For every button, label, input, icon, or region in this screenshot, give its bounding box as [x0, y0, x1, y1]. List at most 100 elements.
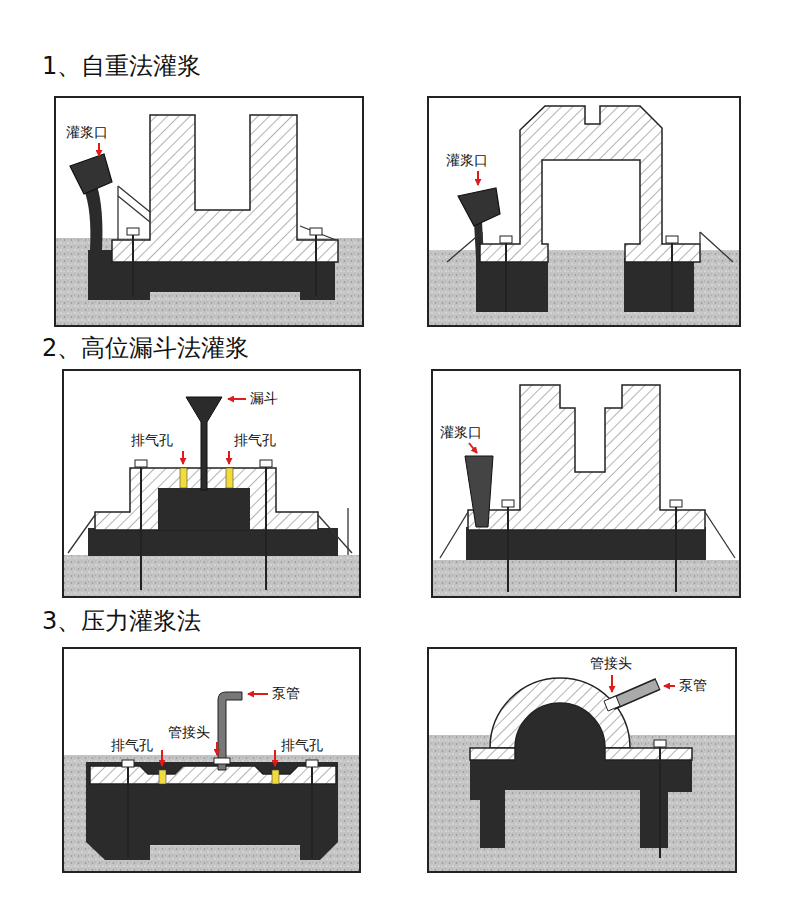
callout-label: 排气孔 [234, 432, 276, 449]
panel-border [432, 370, 740, 597]
concrete-ground [428, 735, 736, 872]
support-brace [347, 508, 348, 555]
pump-pipe [612, 685, 657, 705]
anchor-bolt [311, 760, 313, 858]
callout-label: 排气孔 [281, 737, 323, 754]
callout-label: 灌浆口 [446, 152, 488, 169]
panel-border [55, 97, 363, 326]
anchor-bolt [671, 236, 673, 312]
funnel [186, 397, 222, 490]
callout-label: 管接头 [590, 655, 632, 672]
foundation-pedestal [150, 845, 300, 872]
pouring-cup [458, 188, 500, 226]
panel-border [63, 648, 360, 872]
panel-frame [63, 370, 360, 597]
concrete-ground [432, 560, 740, 597]
anchor-bolt [502, 500, 682, 592]
anchor-bolt [659, 740, 661, 858]
anchor-bolt [135, 460, 147, 467]
machine-base [605, 748, 692, 760]
panel-frame [63, 648, 360, 872]
callout-label: 漏斗 [250, 390, 278, 407]
panel-frame [432, 370, 740, 597]
anchor-bolt [315, 228, 317, 296]
panel-frame [432, 370, 740, 597]
grout-fill [88, 528, 338, 556]
foundation-pedestal [505, 790, 640, 872]
machine-base [112, 115, 338, 262]
leader-arrow [469, 443, 477, 453]
panel-border [432, 370, 740, 597]
anchor-bolt [505, 236, 507, 312]
leader-arrow [664, 685, 675, 687]
funnel [465, 456, 493, 527]
panel-frame [428, 648, 736, 872]
leader-arrow [469, 443, 477, 453]
vent-hole [180, 468, 233, 488]
pipe-joint [214, 758, 230, 764]
machine-arch [490, 678, 630, 748]
leader-arrow [228, 398, 246, 400]
anchor-bolt [306, 760, 318, 767]
leader-arrow [183, 399, 246, 464]
anchor-bolt [260, 460, 272, 467]
grout-fill [466, 527, 706, 560]
anchor-bolt [127, 228, 139, 235]
support-brace [318, 515, 352, 553]
leader-arrow [216, 742, 218, 755]
callout-label: 排气孔 [111, 737, 153, 754]
pouring-cup [458, 188, 500, 226]
machine-base [470, 748, 515, 760]
machine-base [468, 385, 705, 530]
anchor-bolt [500, 236, 512, 243]
leader-arrow [477, 171, 479, 185]
foundation-pedestal [150, 845, 300, 872]
pipe-joint [604, 696, 620, 711]
machine-base [470, 748, 692, 760]
support-brace [440, 512, 735, 558]
panel-frame [63, 370, 360, 597]
callout-label: 管接头 [168, 724, 210, 741]
callout-label: 泵管 [272, 685, 300, 702]
callout-label: 泵管 [679, 677, 707, 694]
foundation-pedestal [150, 292, 300, 326]
callout-label: 灌浆口 [66, 124, 108, 141]
grout-fill [158, 488, 250, 530]
leader-arrow [161, 750, 163, 766]
leader-arrow [182, 451, 184, 464]
leader-arrow [478, 171, 479, 185]
section-heading: 3、压力灌浆法 [42, 607, 201, 636]
pump-pipe [612, 684, 658, 704]
panel-border [63, 370, 360, 597]
anchor-bolt [265, 460, 267, 590]
section-heading: 2、高位漏斗法灌浆 [42, 334, 249, 363]
grout-fill [88, 528, 338, 556]
panel-frame [428, 648, 736, 872]
support-brace [447, 232, 482, 262]
anchor-bolt [500, 236, 678, 312]
grout-fill [84, 186, 102, 250]
foundation-pedestal [505, 790, 640, 872]
support-brace [705, 512, 735, 558]
anchor-bolt [310, 228, 322, 235]
panel-border [55, 97, 363, 326]
vent-hole [180, 468, 187, 488]
anchor-bolt [675, 500, 677, 592]
leader-arrow [228, 451, 230, 464]
support-brace [118, 196, 150, 222]
leader-arrow [611, 675, 613, 692]
machine-base [112, 115, 338, 262]
support-brace [440, 512, 468, 558]
anchor-bolt [135, 460, 272, 590]
leader-arrow [612, 675, 675, 692]
section-heading: 1、自重法灌浆 [42, 52, 201, 81]
concrete-ground [63, 555, 360, 597]
panel-border [63, 370, 360, 597]
anchor-bolt [666, 236, 678, 243]
funnel [186, 397, 222, 490]
concrete-ground [428, 735, 736, 872]
leader-arrow [248, 693, 268, 695]
vent-hole [226, 468, 233, 488]
